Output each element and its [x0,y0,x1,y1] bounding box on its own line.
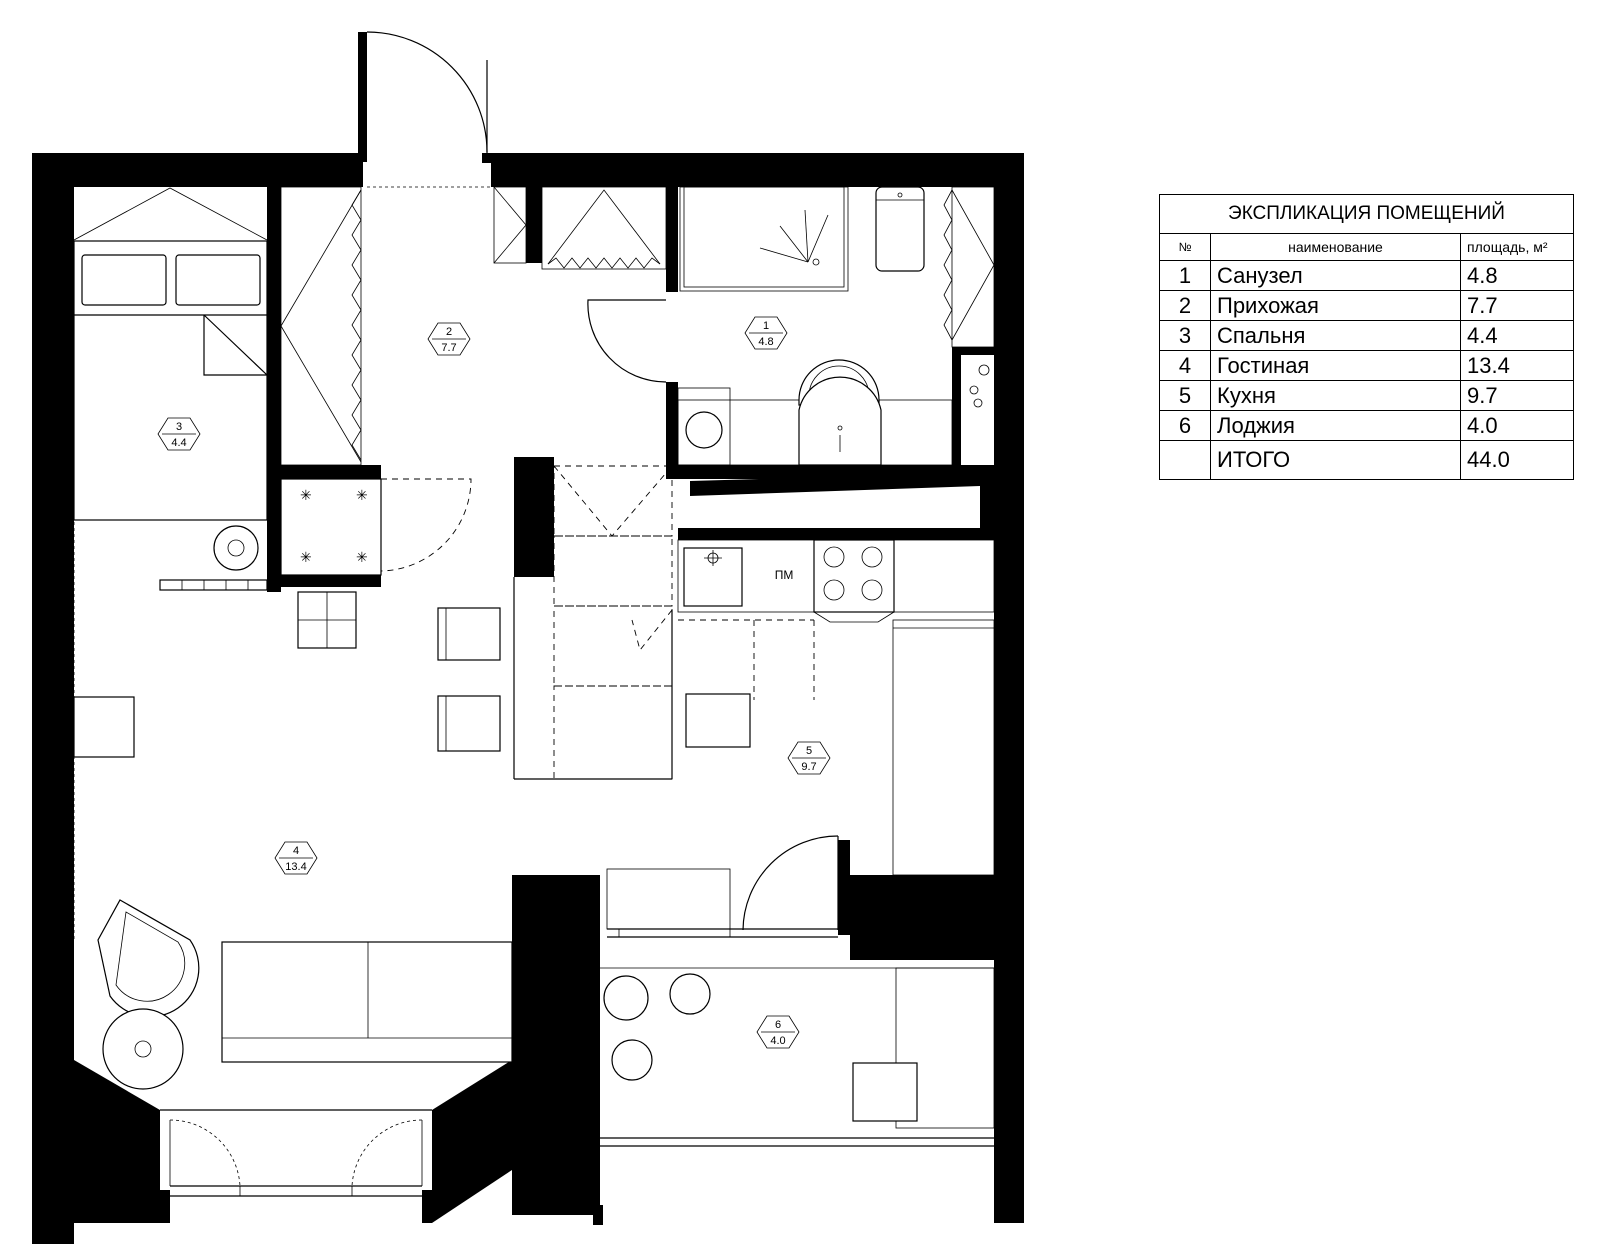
total-blank [1159,440,1211,480]
room-no: 2 [1159,290,1211,321]
room-area: 4.8 [1460,260,1574,291]
sofa [221,941,513,1063]
loggia-stools [603,973,711,1081]
loggia-desk [852,967,995,1129]
table-row: 5 Кухня 9.7 [1159,380,1574,411]
walls [32,32,1024,1244]
table-row: 6 Лоджия 4.0 [1159,410,1574,441]
armchair [97,899,200,1018]
room-tag-3: 3 4.4 [157,417,201,451]
room-tag-5: 5 9.7 [787,741,831,775]
radiator [159,579,268,591]
svg-text:6: 6 [775,1019,781,1031]
svg-text:5: 5 [806,745,812,757]
shower [679,186,849,292]
svg-text:9.7: 9.7 [801,761,816,773]
room-tag-1: 1 4.8 [744,316,788,350]
table-row: 1 Санузел 4.8 [1159,260,1574,291]
loggia-window [600,967,994,1147]
svg-text:2: 2 [446,326,452,338]
svg-text:4.4: 4.4 [171,437,186,449]
room-no: 3 [1159,320,1211,351]
bedroom-shelf [73,187,268,241]
svg-text:4: 4 [293,845,299,857]
bathroom-door [587,299,667,383]
side-table [73,696,135,758]
kitchen-upper-dash [678,619,815,700]
kitchen-counter [677,539,995,623]
col-no-header: № [1159,233,1211,261]
utility-closet: ✳ ✳ ✳ ✳ [280,478,472,576]
svg-text:✳: ✳ [356,487,368,503]
col-name-header: наименование [1210,233,1461,261]
room-name: Прихожая [1210,290,1461,321]
entry-door [366,31,491,188]
room-no: 5 [1159,380,1211,411]
room-name: Гостиная [1210,350,1461,381]
chairs [437,607,501,752]
bed [73,240,269,521]
room-area: 13.4 [1460,350,1574,381]
kitchen-sofa [892,619,995,876]
room-name: Санузел [1210,260,1461,291]
room-name: Спальня [1210,320,1461,351]
room-area: 4.4 [1460,320,1574,351]
washing-machine [677,387,731,466]
bath-vanity [677,359,953,466]
round-table [102,1008,184,1090]
room-area: 9.7 [1460,380,1574,411]
svg-text:3: 3 [176,421,182,433]
room-area: 4.0 [1460,410,1574,441]
room-no: 4 [1159,350,1211,381]
dishwasher-label: ПМ [775,568,794,582]
total-row: ИТОГО 44.0 [1159,440,1574,480]
closet-small [493,186,527,264]
bay-window [160,1109,432,1197]
room-name: Лоджия [1210,410,1461,441]
bedside-lamp [213,525,259,571]
toilet [875,186,925,272]
table-row: 4 Гостиная 13.4 [1159,350,1574,381]
wardrobe-hall [280,186,362,466]
explication-title: ЭКСПЛИКАЦИЯ ПОМЕЩЕНИЙ [1159,194,1574,234]
kitchen-chair [685,693,751,748]
room-area: 7.7 [1460,290,1574,321]
loggia-door [606,868,838,938]
total-label: ИТОГО [1210,440,1461,480]
svg-text:1: 1 [763,320,769,332]
svg-text:4.8: 4.8 [758,336,773,348]
room-tag-6: 6 4.0 [756,1015,800,1049]
room-no: 6 [1159,410,1211,441]
room-tag-2: 2 7.7 [427,322,471,356]
room-name: Кухня [1210,380,1461,411]
boiler [969,364,990,408]
kitchen-door [742,835,839,931]
table [297,591,357,649]
svg-text:13.4: 13.4 [285,861,306,873]
table-row: 3 Спальня 4.4 [1159,320,1574,351]
table-row: 2 Прихожая 7.7 [1159,290,1574,321]
svg-text:7.7: 7.7 [441,342,456,354]
svg-text:✳: ✳ [356,549,368,565]
closet-niche [541,186,667,270]
col-area-header: площадь, м² [1460,233,1574,261]
explication-header: № наименование площадь, м² [1159,233,1574,261]
total-area: 44.0 [1460,440,1574,480]
room-no: 1 [1159,260,1211,291]
svg-text:✳: ✳ [300,487,312,503]
room-tag-4: 4 13.4 [274,841,318,875]
bath-cabinet [943,186,995,348]
svg-text:✳: ✳ [300,549,312,565]
stair-shelves [513,465,673,780]
svg-text:ПМ: ПМ [775,568,794,582]
explication-table: ЭКСПЛИКАЦИЯ ПОМЕЩЕНИЙ № наименование пло… [1159,194,1574,480]
svg-text:4.0: 4.0 [770,1035,785,1047]
